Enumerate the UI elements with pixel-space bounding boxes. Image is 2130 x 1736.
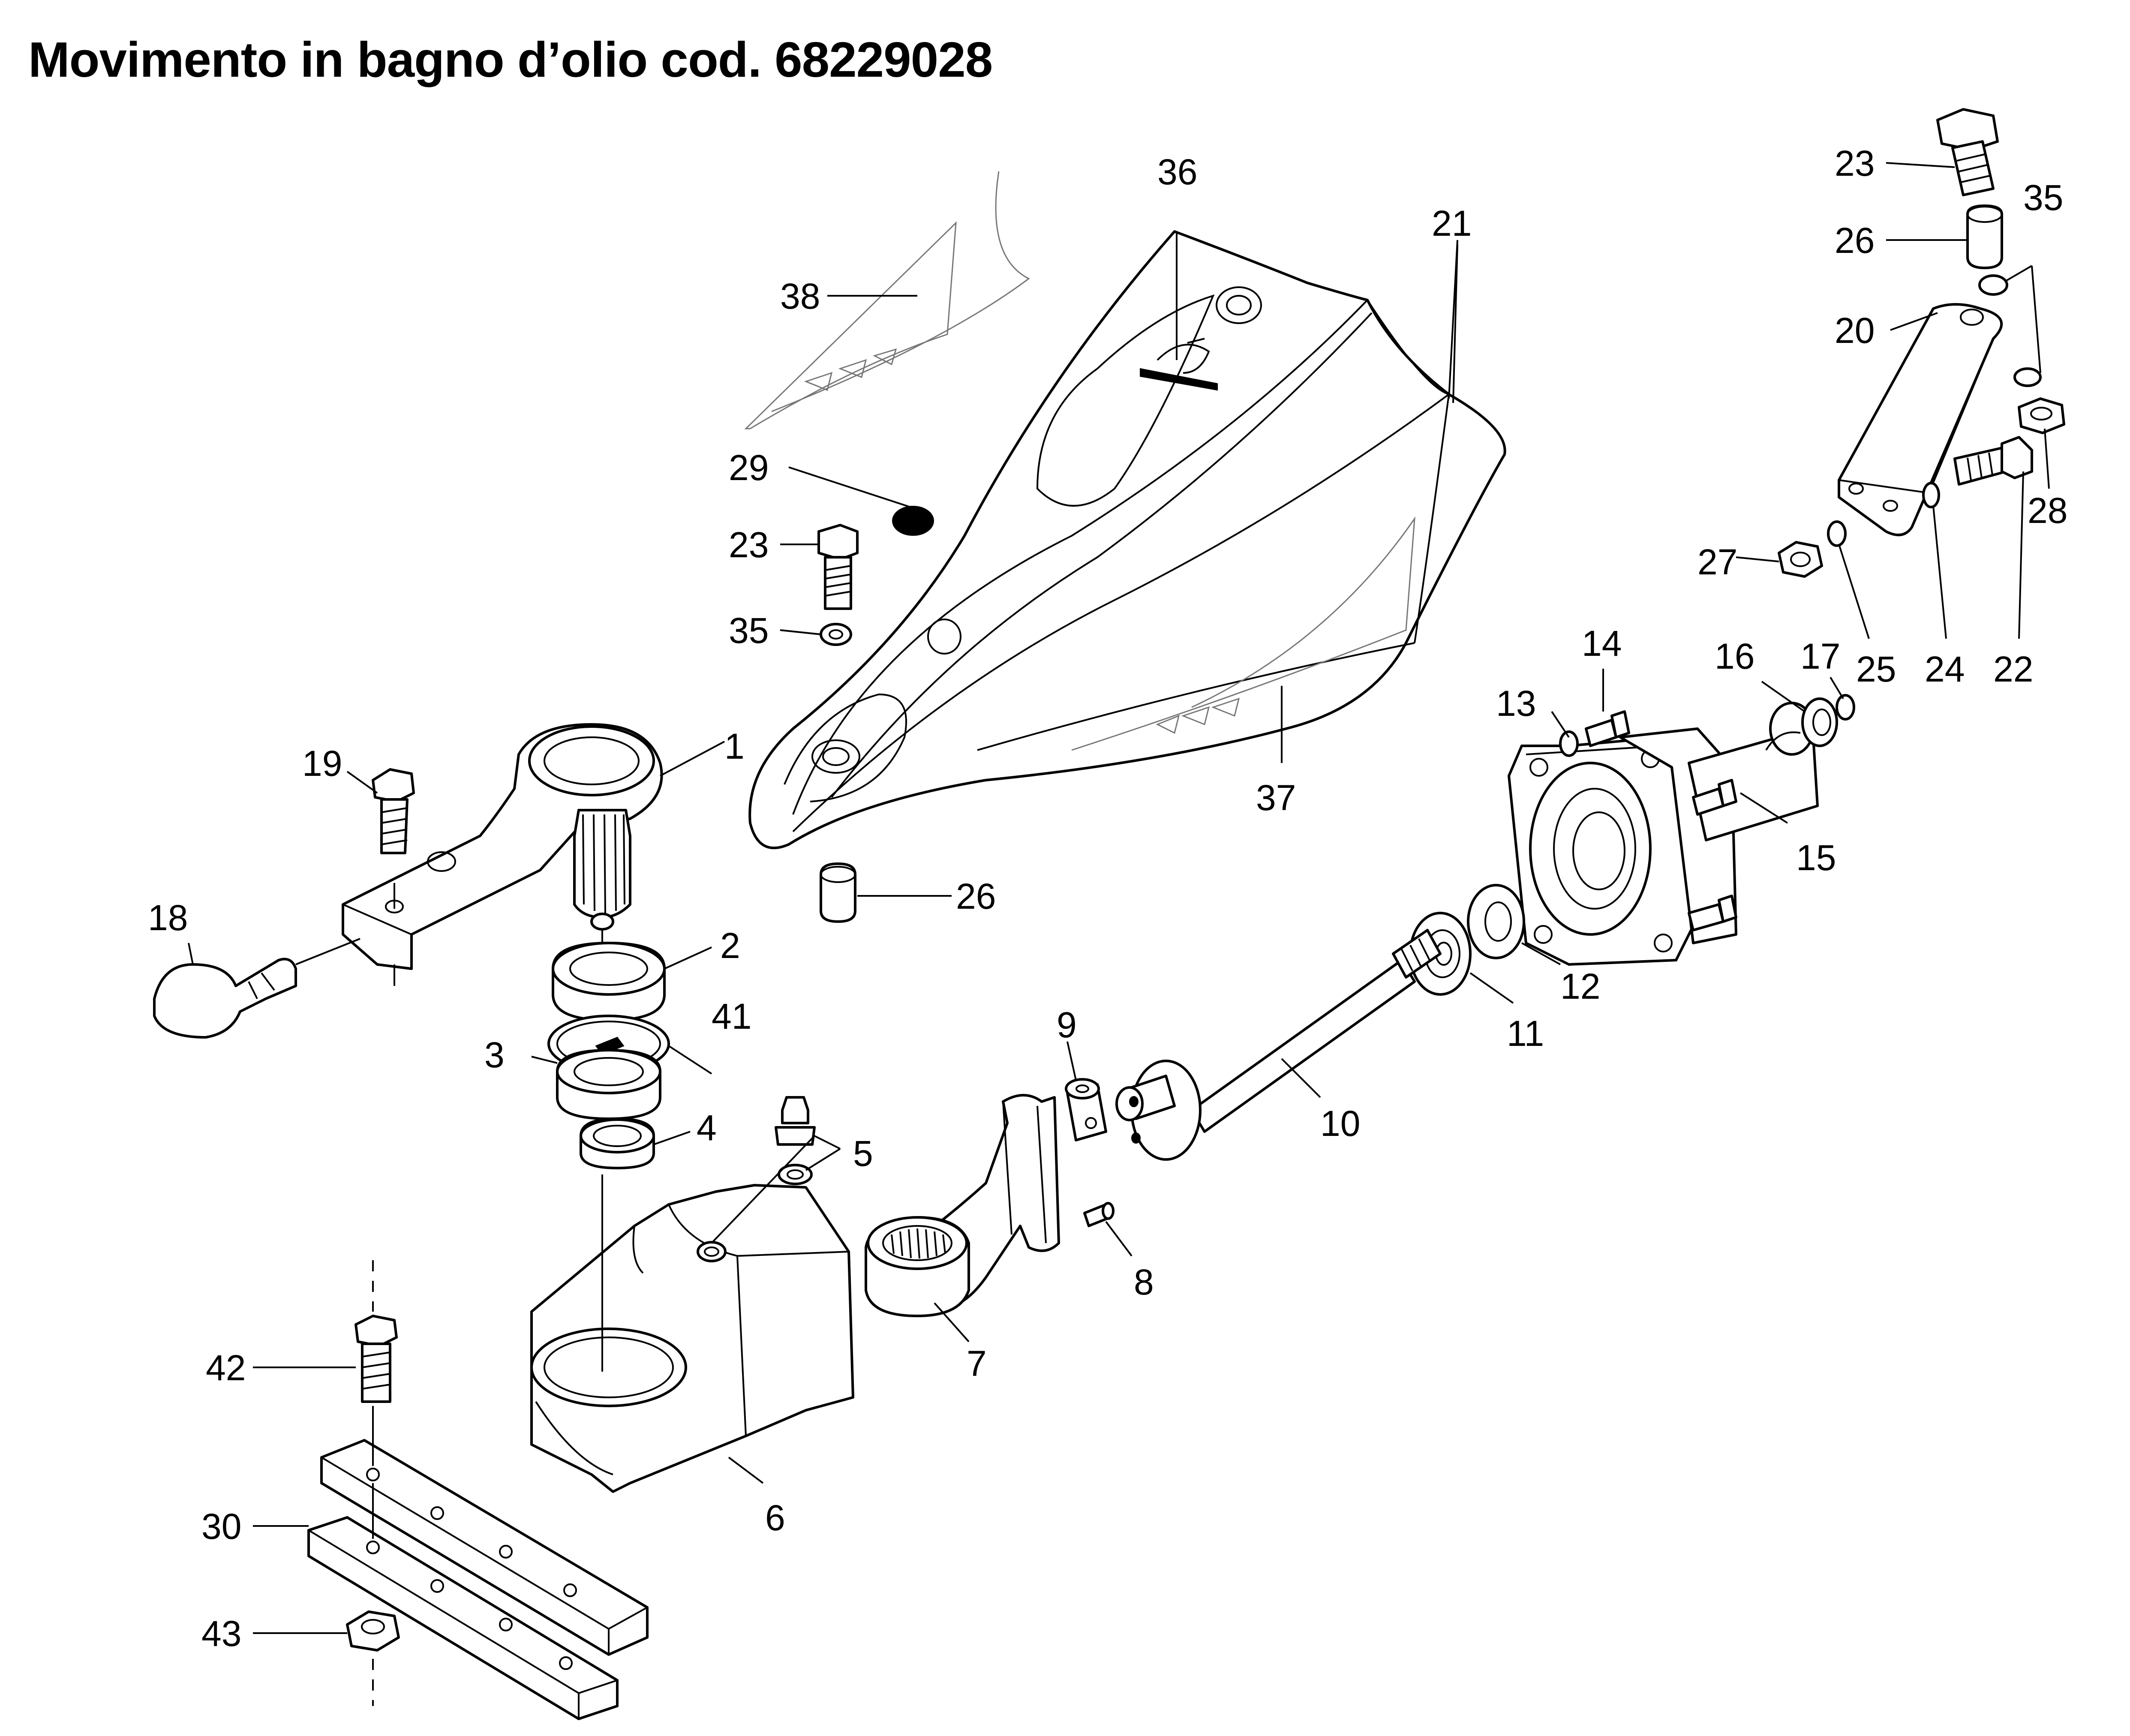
part-23-bolt-right [1936,108,1999,196]
axis-line-ball-joint [295,938,361,965]
callout-26-lower: 26 [956,876,996,916]
part-35-washers-right [1978,274,2042,387]
callout-22: 22 [1993,649,2033,689]
part-26-spacer-lower [820,862,856,923]
part-30-plate [307,1439,649,1720]
part-9-pin [1065,1078,1107,1141]
callout-24: 24 [1925,649,1965,689]
callout-10: 10 [1320,1103,1360,1144]
part-2-ring [552,942,666,1021]
callout-27: 27 [1697,542,1737,582]
part-3-bearing [556,1049,661,1120]
callout-4: 4 [697,1108,717,1148]
callout-26-upper: 26 [1835,220,1875,261]
page-title: Movimento in bagno d’olio cod. 68229028 [28,32,993,87]
callout-19: 19 [302,743,342,784]
callout-36: 36 [1157,152,1197,192]
callout-18: 18 [148,898,188,938]
part-6-housing [530,1184,854,1493]
part-29-plug [892,506,934,536]
callout-38: 38 [780,276,820,316]
callout-9: 9 [1057,1005,1077,1045]
callout-42: 42 [206,1348,246,1388]
part-1-lever [342,723,663,970]
part-8-grub-screw [1083,1202,1115,1227]
callout-1: 1 [724,726,745,766]
part-21-cover [748,230,1506,850]
callout-30: 30 [201,1506,241,1547]
callout-23-left: 23 [729,525,769,565]
callout-3: 3 [484,1035,505,1075]
part-22-bolt [1953,436,2033,486]
callout-2: 2 [720,925,740,966]
callout-21: 21 [1432,203,1472,243]
callout-13: 13 [1496,683,1536,724]
callout-15: 15 [1796,838,1836,878]
part-27-nut [1778,541,1823,578]
part-12-seal [1467,884,1525,959]
part-19-bolt [372,768,415,854]
part-14-screws [1585,710,1737,931]
callout-5: 5 [853,1133,873,1174]
callout-35-right: 35 [2023,177,2063,218]
part-17-circlip [1836,694,1855,721]
part-10-shaft [1115,929,1442,1161]
part-43-nut [346,1610,400,1652]
part-28-nut [2018,397,2065,434]
callout-20: 20 [1835,310,1875,351]
callout-17: 17 [1800,636,1840,676]
callout-37: 37 [1256,778,1296,818]
part-38-decal [744,171,1030,429]
callout-29: 29 [729,448,769,488]
callout-16: 16 [1715,636,1754,676]
part-15-support [1508,702,1819,966]
part-26-spacer-upper [1966,204,2003,269]
callout-14: 14 [1582,623,1622,664]
callout-11: 11 [1507,1013,1544,1054]
callout-labels: 1 2 3 4 5 6 7 8 9 10 11 12 13 14 15 16 1… [148,143,2067,1654]
callout-7: 7 [967,1343,987,1384]
callout-43: 43 [201,1613,241,1654]
leader-lines [188,162,2050,1634]
callout-28: 28 [2028,490,2067,531]
callout-35-left: 35 [729,610,769,651]
part-7-connecting-rod [865,1094,1060,1317]
part-42-bolt [354,1315,398,1403]
callout-6: 6 [765,1498,785,1538]
part-13-washer [1559,730,1579,757]
part-25-washer [1827,520,1847,547]
callout-12: 12 [1560,966,1600,1006]
part-20-bracket [1838,303,2003,536]
part-18-ball-joint [153,958,297,1039]
part-4-seal [580,1117,655,1169]
part-23-bolt-left [817,524,859,610]
part-35-washer-left [820,623,852,646]
part-24-washer [1922,482,1940,508]
callout-25: 25 [1856,649,1896,689]
callout-8: 8 [1134,1262,1154,1302]
part-5-plug [775,1096,816,1185]
callout-23-right: 23 [1835,143,1875,183]
part-16-ring [1801,697,1838,747]
callout-41: 41 [712,996,751,1036]
